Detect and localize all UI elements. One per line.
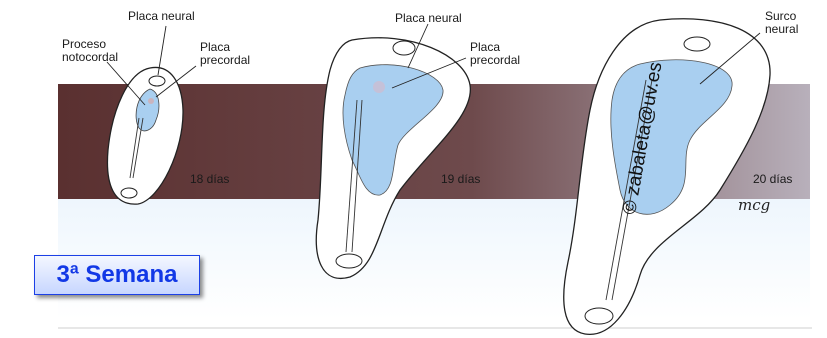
label-placa-precordal-18-line2: precordal xyxy=(200,54,250,67)
label-placa-precordal-18: Placa precordal xyxy=(200,41,250,67)
artist-signature: mcg xyxy=(738,196,770,214)
day-label-18: 18 días xyxy=(190,172,229,186)
label-placa-precordal-19-line2: precordal xyxy=(470,54,520,67)
label-placa-neural-18: Placa neural xyxy=(128,10,195,23)
label-placa-precordal-19: Placa precordal xyxy=(470,41,520,67)
week-badge: 3ª Semana xyxy=(34,255,200,295)
label-surco-neural: Surco neural xyxy=(765,10,798,36)
week-badge-label: 3ª Semana xyxy=(57,261,178,289)
label-placa-neural-19: Placa neural xyxy=(395,12,462,25)
label-proceso-notocordal: Proceso notocordal xyxy=(62,38,118,64)
label-surco-line2: neural xyxy=(765,23,798,36)
label-proceso-line2: notocordal xyxy=(62,51,118,64)
day-label-20: 20 días xyxy=(753,172,792,186)
day-label-19: 19 días xyxy=(441,172,480,186)
